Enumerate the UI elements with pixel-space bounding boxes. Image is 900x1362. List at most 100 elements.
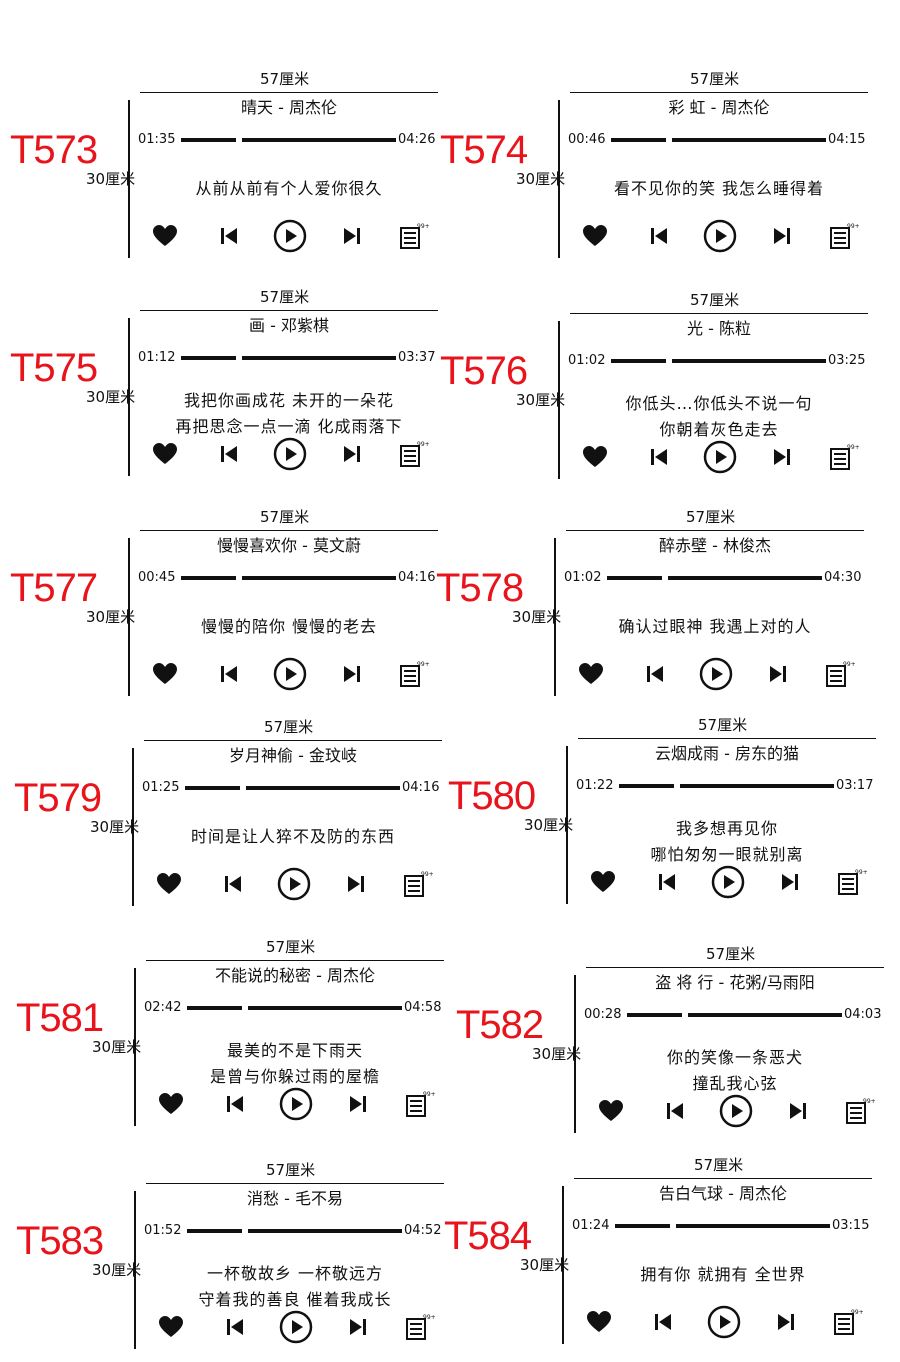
skip-previous-icon [651, 449, 667, 465]
progress-bar-remaining [242, 138, 396, 142]
lyrics-line: 慢慢的陪你 慢慢的老去 [200, 617, 378, 636]
product-card: T575 57厘米 30厘米 画 - 邓紫棋 01:12 03:37 我把你画成… [10, 290, 440, 480]
product-card: T577 57厘米 30厘米 慢慢喜欢你 - 莫文蔚 00:45 04:16 慢… [10, 510, 440, 700]
skip-next-icon [778, 1314, 794, 1330]
skip-previous-icon [221, 446, 237, 462]
lyrics: 最美的不是下雨天是曾与你躲过雨的屋檐 [146, 1038, 444, 1090]
product-code: T575 [10, 346, 98, 390]
progress-bar-played [187, 1006, 242, 1010]
progress-bar-played [627, 1013, 682, 1017]
skip-previous-icon [221, 666, 237, 682]
progress-bar-remaining [672, 138, 826, 142]
song-title: 岁月神偷 - 金玟岐 [229, 746, 357, 765]
elapsed-time: 01:35 [138, 132, 176, 147]
song-title: 光 - 陈粒 [687, 319, 751, 338]
total-time: 04:26 [398, 132, 436, 147]
song-title: 彩 虹 - 周杰伦 [668, 98, 770, 117]
play-icon [273, 219, 307, 253]
product-card: T574 57厘米 30厘米 彩 虹 - 周杰伦 00:46 04:15 看不见… [440, 72, 870, 262]
total-time: 04:16 [398, 570, 436, 585]
heart-icon [591, 871, 615, 892]
skip-next-icon [774, 228, 790, 244]
elapsed-time: 00:45 [138, 570, 176, 585]
progress-bar-remaining [676, 1224, 830, 1228]
play-icon [703, 219, 737, 253]
width-dimension-line [146, 960, 444, 961]
lyrics-line: 是曾与你躲过雨的屋檐 [209, 1067, 380, 1086]
heart-icon [587, 1311, 611, 1332]
skip-previous-icon [221, 228, 237, 244]
progress-bar-played [607, 576, 662, 580]
width-dimension-line [140, 530, 438, 531]
playlist-badge: 99+ [417, 223, 430, 230]
song-title: 醉赤壁 - 林俊杰 [659, 536, 771, 555]
playlist-badge: 99+ [847, 444, 860, 451]
skip-previous-icon [227, 1096, 243, 1112]
lyrics: 我多想再见你哪怕匆匆一眼就别离 [578, 816, 876, 868]
elapsed-time: 00:28 [584, 1007, 622, 1022]
height-dimension-label: 30厘米 [516, 170, 566, 188]
height-dimension-label: 30厘米 [86, 388, 136, 406]
heart-icon [153, 663, 177, 684]
skip-previous-icon [651, 228, 667, 244]
product-card: T581 57厘米 30厘米 不能说的秘密 - 周杰伦 02:42 04:58 … [16, 940, 446, 1130]
progress-bar-played [181, 138, 236, 142]
total-time: 04:03 [844, 1007, 882, 1022]
lyrics-line: 撞乱我心弦 [692, 1074, 778, 1093]
lyrics-line: 一杯敬故乡 一杯敬远方 [206, 1264, 384, 1283]
lyrics: 看不见你的笑 我怎么睡得着 [570, 176, 868, 202]
skip-next-icon [350, 1319, 366, 1335]
width-dimension-line [570, 92, 868, 93]
total-time: 03:15 [832, 1218, 870, 1233]
progress-bar-remaining [248, 1229, 402, 1233]
height-dimension-line [566, 746, 568, 904]
song-title: 慢慢喜欢你 - 莫文蔚 [217, 536, 361, 555]
product-card: T580 57厘米 30厘米 云烟成雨 - 房东的猫 01:22 03:17 我… [448, 718, 878, 908]
height-dimension-label: 30厘米 [92, 1261, 142, 1279]
product-code: T579 [14, 776, 102, 820]
width-dimension-line [578, 738, 876, 739]
height-dimension-line [554, 538, 556, 696]
playlist-icon: 99+ [846, 1098, 876, 1124]
playlist-badge: 99+ [847, 223, 860, 230]
play-icon [719, 1094, 753, 1128]
height-dimension-line [562, 1186, 564, 1344]
width-dimension-label: 57厘米 [698, 716, 748, 734]
skip-next-icon [782, 874, 798, 890]
total-time: 03:25 [828, 353, 866, 368]
skip-previous-icon [227, 1319, 243, 1335]
elapsed-time: 02:42 [144, 1000, 182, 1015]
total-time: 04:58 [404, 1000, 442, 1015]
skip-next-icon [348, 876, 364, 892]
width-dimension-line [140, 310, 438, 311]
play-icon [279, 1310, 313, 1344]
total-time: 04:16 [402, 780, 440, 795]
heart-icon [153, 443, 177, 464]
progress-bar-played [611, 359, 666, 363]
elapsed-time: 01:22 [576, 778, 614, 793]
lyrics-line: 我把你画成花 未开的一朵花 [183, 391, 395, 410]
width-dimension-line [570, 313, 868, 314]
width-dimension-label: 57厘米 [690, 291, 740, 309]
skip-previous-icon [225, 876, 241, 892]
product-code: T581 [16, 996, 104, 1040]
lyrics-line: 拥有你 就拥有 全世界 [640, 1265, 806, 1284]
elapsed-time: 01:52 [144, 1223, 182, 1238]
product-code: T578 [436, 566, 524, 610]
width-dimension-label: 57厘米 [694, 1156, 744, 1174]
height-dimension-line [128, 538, 130, 696]
skip-next-icon [770, 666, 786, 682]
playlist-badge: 99+ [417, 441, 430, 448]
playlist-icon: 99+ [830, 223, 860, 249]
lyrics: 时间是让人猝不及防的东西 [144, 824, 442, 850]
total-time: 04:30 [824, 570, 862, 585]
progress-bar-remaining [248, 1006, 402, 1010]
height-dimension-label: 30厘米 [512, 608, 562, 626]
height-dimension-label: 30厘米 [532, 1045, 582, 1063]
progress-bar-played [611, 138, 666, 142]
height-dimension-line [558, 321, 560, 479]
height-dimension-line [132, 748, 134, 906]
height-dimension-label: 30厘米 [86, 608, 136, 626]
heart-icon [599, 1100, 623, 1121]
play-icon [273, 437, 307, 471]
